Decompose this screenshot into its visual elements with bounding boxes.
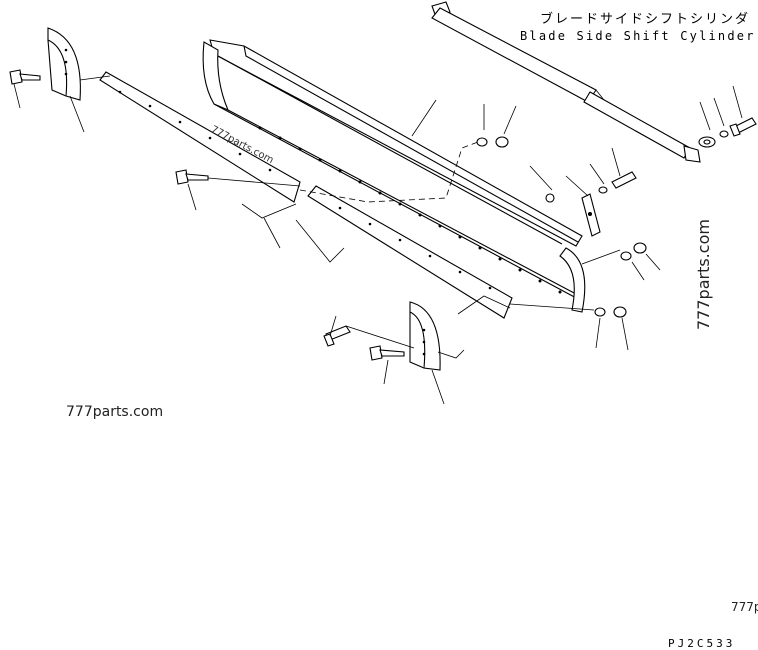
drawing-code: PJ2C533 <box>668 637 736 650</box>
bolt-center <box>175 169 209 185</box>
cylinder-label-english: Blade Side Shift Cylinder <box>520 29 756 43</box>
cutting-edge-center <box>307 185 513 319</box>
bolt-right-lower <box>369 345 405 361</box>
leader-lines <box>13 75 661 405</box>
watermark-rotated: 777parts.com <box>694 219 713 330</box>
main-blade <box>202 39 586 313</box>
cylinder-label-japanese: ブレードサイドシフトシリンダ <box>540 12 751 27</box>
small-hardware <box>476 136 647 318</box>
cylinder-end-hardware <box>698 85 757 148</box>
bolt-right-upper <box>323 325 351 347</box>
watermark-main: 777parts.com <box>66 404 164 420</box>
bolt-left-endbit <box>9 69 41 85</box>
watermark-cut: 777p <box>731 600 758 614</box>
end-bit-right <box>409 301 441 371</box>
bracket-plate <box>581 193 601 237</box>
cutting-edge-left <box>99 71 301 203</box>
end-bit-left <box>47 27 81 101</box>
blade-bolt-holes <box>258 126 562 294</box>
side-shift-cylinder <box>431 1 701 163</box>
